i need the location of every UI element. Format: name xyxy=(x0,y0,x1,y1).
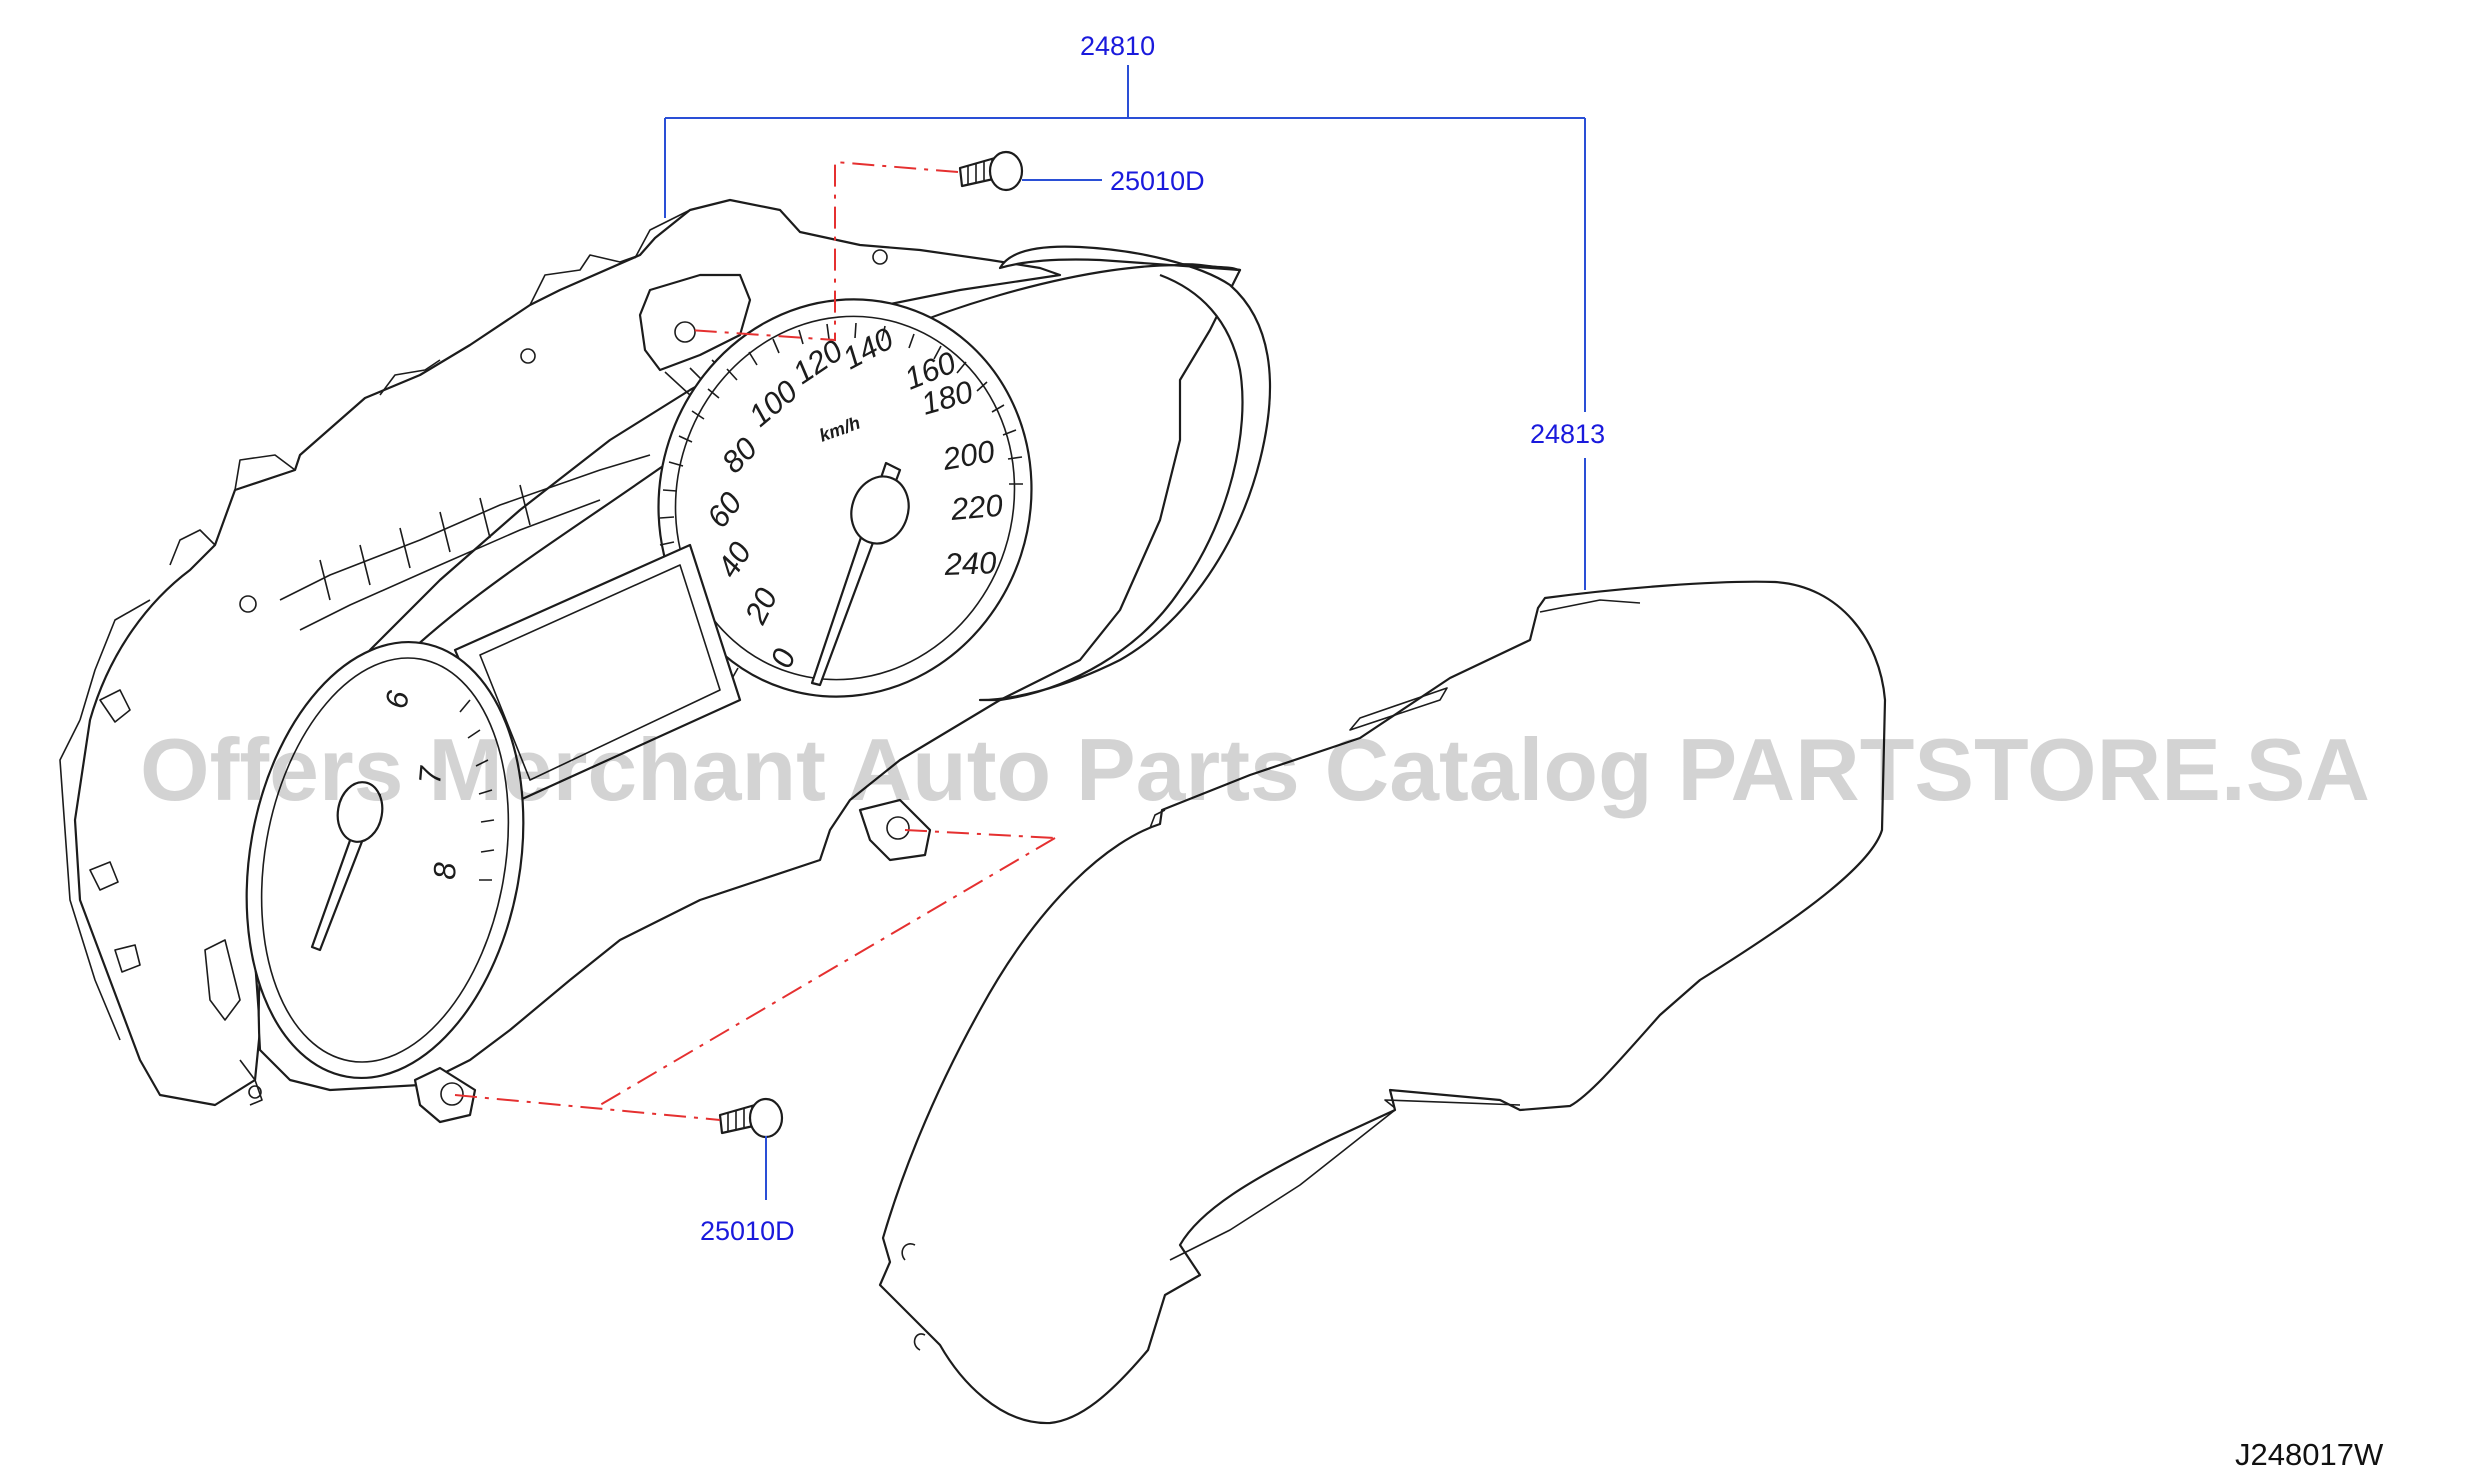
diagram-code: J248017W xyxy=(2235,1437,2384,1472)
tach-label-7: 7 xyxy=(412,764,449,786)
screw-center-lines xyxy=(454,160,1056,1121)
screw-top[interactable] xyxy=(958,150,1024,192)
speed-label-220: 220 xyxy=(949,488,1005,527)
callout-25010d-top: 25010D xyxy=(1110,166,1205,196)
speed-label-240: 240 xyxy=(943,545,997,582)
tachometer-scale: 6 7 8 xyxy=(378,687,462,880)
callout-24813: 24813 xyxy=(1530,419,1605,449)
callout-24810: 24810 xyxy=(1080,31,1155,61)
tach-label-6: 6 xyxy=(378,687,416,711)
tach-label-8: 8 xyxy=(427,861,463,880)
screw-bottom[interactable] xyxy=(718,1097,784,1139)
combination-meter-assembly[interactable] xyxy=(59,198,1272,1124)
leader-lines xyxy=(664,65,1586,1200)
meter-lens-cover[interactable] xyxy=(878,580,1887,1425)
callout-25010d-bottom: 25010D xyxy=(700,1216,795,1246)
watermark: Offers Merchant Auto Parts Catalog PARTS… xyxy=(140,720,2370,819)
